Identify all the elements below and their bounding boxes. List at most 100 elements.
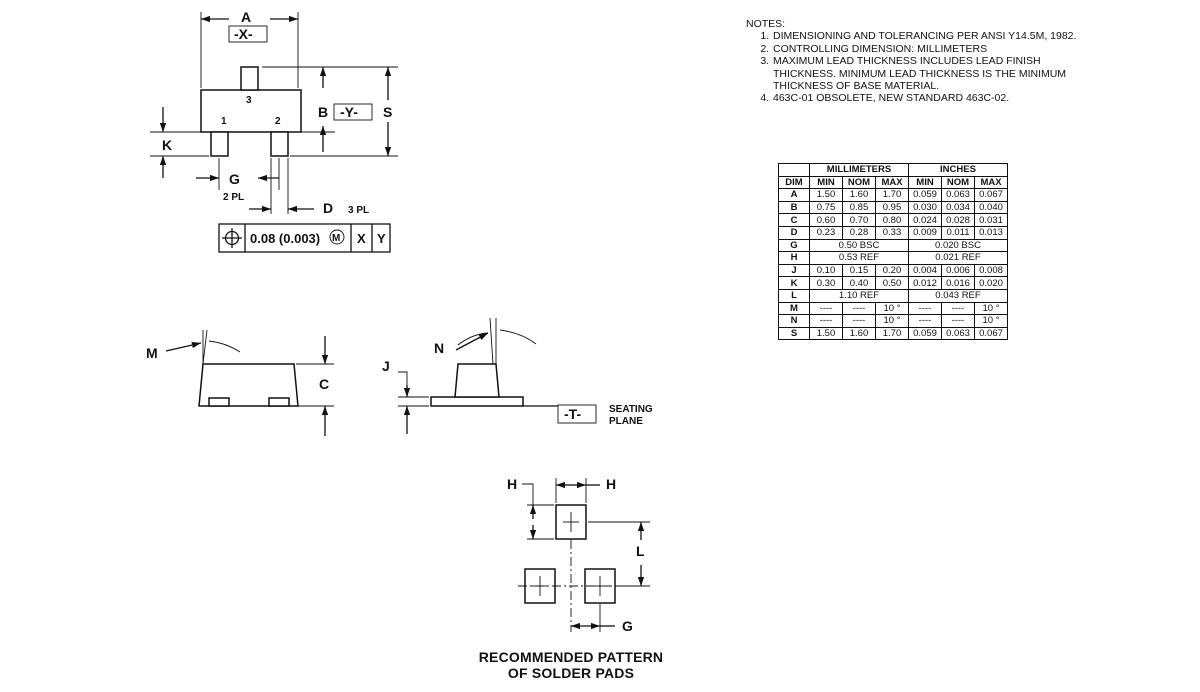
note-4: 463C-01 OBSOLETE, NEW STANDARD 463C-02. (772, 92, 1086, 104)
dim-cell: L (778, 288, 810, 303)
dim-cell: M (778, 301, 810, 316)
value-cell: 0.009 (908, 225, 942, 240)
value-cell: 0.024 (908, 213, 942, 227)
side-view-right: N J -T- SEATING PLANE (382, 317, 653, 434)
value-cell: 0.011 (941, 225, 975, 240)
pattern-title-1: RECOMMENDED PATTERN (479, 649, 664, 665)
dim-cell: H (778, 251, 810, 265)
lead-2 (270, 131, 289, 157)
dim-cell: G (778, 238, 810, 253)
value-cell: 0.067 (974, 326, 1008, 341)
value-cell: 0.40 (842, 276, 876, 290)
value-cell: 0.008 (974, 263, 1008, 278)
value-cell: 0.012 (908, 276, 942, 290)
value-cell: 0.30 (809, 276, 843, 290)
value-cell: 0.15 (842, 263, 876, 278)
note-3: MAXIMUM LEAD THICKNESS INCLUDES LEAD FIN… (772, 55, 1086, 92)
header-dim: DIM (778, 175, 810, 190)
value-cell: ---- (908, 301, 942, 316)
value-cell: 0.030 (908, 200, 942, 215)
dim-cell: N (778, 314, 810, 328)
d-3pl-label: 3 PL (348, 205, 369, 216)
value-cell: ---- (941, 314, 975, 328)
value-cell: 0.059 (908, 326, 942, 341)
pin2-label: 2 (275, 116, 281, 127)
dim-m-label: M (146, 345, 158, 361)
value-cell: 0.067 (974, 188, 1008, 202)
value-cell: 0.50 (875, 276, 909, 290)
dim-g-label: G (229, 171, 240, 187)
solder-pad-pattern: H H L G RECOMMENDED PATTERN OF SOLDER PA… (479, 476, 664, 681)
header-in-max: MAX (974, 175, 1008, 190)
pattern-title-2: OF SOLDER PADS (508, 665, 634, 681)
notes-block: NOTES: DIMENSIONING AND TOLERANCING PER … (746, 18, 1086, 105)
notes-heading: NOTES: (746, 18, 786, 30)
value-cell: 1.70 (875, 188, 909, 202)
tolerance-value: 0.08 (0.003) (250, 231, 320, 246)
dim-h-right-label: H (606, 476, 616, 492)
package-body (200, 89, 302, 133)
dim-h-left-label: H (507, 476, 517, 492)
value-cell: 1.70 (875, 326, 909, 341)
value-cell: 0.004 (908, 263, 942, 278)
value-cell: 0.031 (974, 213, 1008, 227)
table-corner (778, 163, 810, 177)
note-1: DIMENSIONING AND TOLERANCING PER ANSI Y1… (772, 30, 1086, 42)
span-cell: 0.020 BSC (908, 238, 1008, 253)
g-2pl-label: 2 PL (223, 192, 244, 203)
datum-ref-x: X (357, 231, 366, 246)
pin3-label: 3 (246, 95, 252, 106)
value-cell: 0.33 (875, 225, 909, 240)
value-cell: 0.006 (941, 263, 975, 278)
value-cell: 10 ° (875, 314, 909, 328)
datum-x-label: -X- (234, 26, 253, 42)
dim-c-label: C (319, 376, 329, 392)
value-cell: 0.059 (908, 188, 942, 202)
value-cell: ---- (908, 314, 942, 328)
dim-n-label: N (434, 340, 444, 356)
notes-list: DIMENSIONING AND TOLERANCING PER ANSI Y1… (746, 30, 1086, 104)
top-view: 3 1 2 A -X- B -Y- S K G (150, 9, 398, 253)
mmc-icon (329, 229, 345, 245)
value-cell: 0.063 (941, 326, 975, 341)
dim-cell: J (778, 263, 810, 278)
dim-b-label: B (318, 104, 328, 120)
span-cell: 0.021 REF (908, 251, 1008, 265)
dim-j-label: J (382, 358, 390, 374)
value-cell: 0.23 (809, 225, 843, 240)
value-cell: 0.60 (809, 213, 843, 227)
value-cell: 0.040 (974, 200, 1008, 215)
value-cell: 0.85 (842, 200, 876, 215)
datum-ref-y: Y (377, 231, 386, 246)
value-cell: 0.10 (809, 263, 843, 278)
dim-k-label: K (162, 137, 172, 153)
dim-s-label: S (383, 104, 392, 120)
dim-g-pad-label: G (622, 618, 633, 634)
dim-cell: S (778, 326, 810, 341)
lead-1 (210, 131, 229, 157)
value-cell: 0.20 (875, 263, 909, 278)
value-cell: 10 ° (974, 314, 1008, 328)
lead-3 (240, 66, 259, 91)
span-cell: 0.50 BSC (809, 238, 909, 253)
mmc-label: M (332, 233, 340, 244)
table-row: M--------10 °--------10 ° (778, 301, 1008, 316)
value-cell: 0.95 (875, 200, 909, 215)
dim-d-label: D (323, 200, 333, 216)
value-cell: 10 ° (875, 301, 909, 316)
table-row: N--------10 °--------10 ° (778, 314, 1008, 328)
dimension-table: MILLIMETERS INCHES DIM MIN NOM MAX MIN N… (778, 163, 1008, 341)
side-body (198, 363, 299, 407)
value-cell: 1.50 (809, 326, 843, 341)
dim-l-label: L (636, 543, 645, 559)
value-cell: 1.60 (842, 188, 876, 202)
header-mm-max: MAX (875, 175, 909, 190)
